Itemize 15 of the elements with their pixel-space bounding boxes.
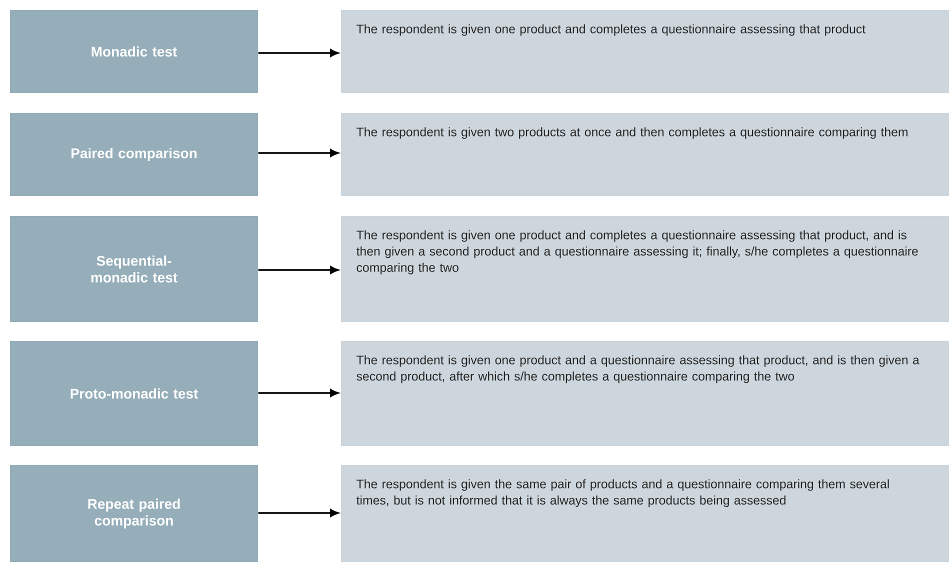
method-box: Repeat paired comparison: [10, 464, 258, 562]
arrow: [258, 49, 339, 57]
description-box: The respondent is given one product and completes a questionnaire assessing that product, and is then given a second product and a questionnaire assessing it; finally, s/he completes a questionnaire comparing the two: [341, 216, 949, 322]
arrow: [258, 509, 339, 517]
method-box: Monadic test: [10, 10, 258, 93]
arrow: [258, 389, 339, 397]
arrow: [258, 266, 339, 274]
method-box: Sequential-monadic test: [10, 216, 258, 322]
arrow: [258, 149, 339, 157]
description-box: The respondent is given the same pair of products and a questionnaire comparing them several times, but is not informed that it is always the same products being assessed: [341, 464, 949, 562]
description-box: The respondent is given two products at once and then completes a questionnaire comparing them: [341, 113, 949, 196]
description-box: The respondent is given one product and a questionnaire assessing that product, and is then given a second product, after which s/he completes a questionnaire comparing the two: [341, 340, 949, 446]
method-box: Proto-monadic test: [10, 340, 258, 446]
description-box: The respondent is given one product and completes a questionnaire assessing that product: [341, 10, 949, 93]
method-box: Paired comparison: [10, 113, 258, 196]
